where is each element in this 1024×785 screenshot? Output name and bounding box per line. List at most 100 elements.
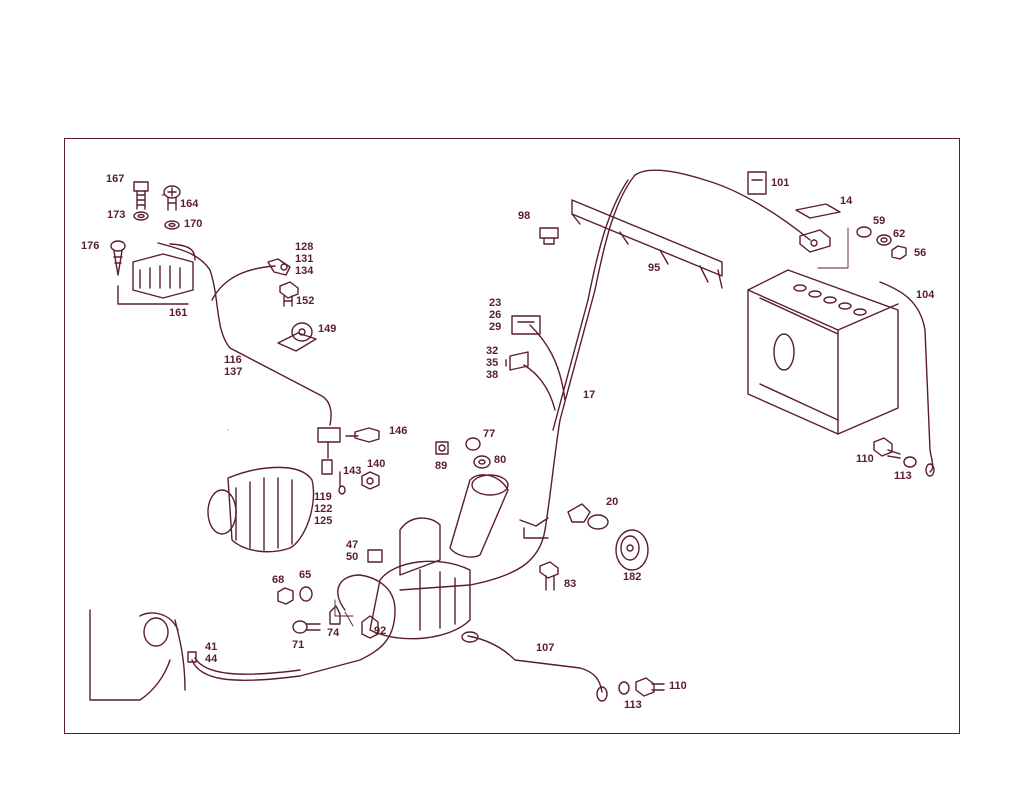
washer-65	[299, 586, 313, 602]
washer-113b	[618, 681, 630, 695]
callout-176: 176	[81, 240, 100, 252]
ground-cable-107	[467, 635, 603, 693]
nut-56	[891, 245, 907, 260]
callout-17: 17	[583, 389, 596, 401]
sender-128	[267, 258, 291, 276]
clamp-119	[317, 427, 346, 495]
connector-23	[511, 315, 541, 335]
callout-119: 119	[314, 491, 332, 503]
callout-50: 50	[346, 551, 359, 563]
leader-lines	[161, 194, 849, 627]
wiring-harness-17	[399, 174, 636, 591]
callout-44: 44	[205, 653, 218, 665]
callout-20: 20	[606, 496, 619, 508]
callout-104: 104	[916, 289, 935, 301]
callout-77: 77	[483, 428, 496, 440]
callout-35: 35	[486, 357, 499, 369]
callout-14: 14	[840, 195, 853, 207]
bracket-149	[277, 322, 317, 352]
bolt-167	[133, 181, 149, 210]
callout-125: 125	[314, 515, 333, 527]
washer-77	[465, 437, 481, 451]
callout-29: 29	[489, 321, 502, 333]
horn-182	[615, 529, 649, 571]
callout-65: 65	[299, 569, 312, 581]
callout-71: 71	[292, 639, 305, 651]
callout-83: 83	[564, 578, 577, 590]
callout-182: 182	[623, 571, 642, 583]
clip-101	[747, 171, 767, 195]
callout-26: 26	[489, 309, 502, 321]
screw-164	[163, 185, 181, 211]
nut-89	[435, 441, 449, 455]
clip-98	[539, 227, 559, 245]
battery	[747, 269, 899, 435]
relay-47	[367, 549, 383, 563]
harness-clip	[519, 517, 549, 539]
positive-cable	[634, 169, 811, 241]
nut-140	[361, 471, 380, 490]
starter-motor	[369, 474, 509, 640]
callout-134: 134	[295, 265, 314, 277]
tray-95	[571, 199, 723, 289]
callout-113-top: 113	[894, 470, 912, 482]
callout-110-bottom: 110	[669, 680, 687, 692]
callout-89: 89	[435, 460, 448, 472]
bolt-71	[292, 620, 321, 634]
washer-173	[133, 211, 149, 221]
callout-62: 62	[893, 228, 906, 240]
callout-23: 23	[489, 297, 502, 309]
connector-41	[187, 651, 197, 663]
callout-143: 143	[343, 465, 362, 477]
callout-122: 122	[314, 503, 333, 515]
plug-32	[505, 351, 529, 371]
bolt-152	[279, 281, 299, 307]
engine-block	[89, 609, 186, 701]
screw-176	[110, 240, 126, 276]
connector-block-161	[117, 253, 194, 305]
callout-41: 41	[205, 641, 218, 653]
callout-116: 116	[224, 354, 242, 366]
callout-152: 152	[296, 295, 315, 307]
callout-38: 38	[486, 369, 499, 381]
wiring-harness-116	[157, 242, 332, 426]
callout-137: 137	[224, 366, 243, 378]
alternator	[207, 466, 315, 553]
callout-140: 140	[367, 458, 386, 470]
bolt-110a	[873, 437, 901, 459]
callout-170: 170	[184, 218, 203, 230]
screw-146	[345, 427, 380, 443]
callout-173: 173	[107, 209, 126, 221]
callout-113-bottom: 113	[624, 699, 642, 711]
washer-62	[876, 234, 892, 246]
terminal-clamp	[799, 229, 831, 253]
callout-164: 164	[180, 198, 199, 210]
callout-56: 56	[914, 247, 927, 259]
grommet-80	[473, 455, 491, 469]
clip-20	[567, 503, 609, 530]
callout-92: 92	[374, 625, 387, 637]
callout-68: 68	[272, 574, 285, 586]
callout-128: 128	[295, 241, 314, 253]
ground-cable-104	[879, 281, 934, 473]
callout-149: 149	[318, 323, 337, 335]
bolt-110b	[635, 677, 665, 697]
cover-14	[795, 203, 841, 219]
diagram-frame	[64, 138, 960, 734]
washer-113a	[903, 456, 917, 468]
callout-59: 59	[873, 215, 886, 227]
callout-167: 167	[106, 173, 125, 185]
callout-110-top: 110	[856, 453, 874, 465]
callout-74: 74	[327, 627, 340, 639]
bolt-83	[539, 561, 559, 591]
callout-95: 95	[648, 262, 661, 274]
washer-59	[856, 226, 872, 238]
callout-107: 107	[536, 642, 555, 654]
callout-98: 98	[518, 210, 531, 222]
callout-131: 131	[295, 253, 314, 265]
harness-41	[191, 574, 396, 681]
callout-32: 32	[486, 345, 499, 357]
callout-80: 80	[494, 454, 507, 466]
callout-47: 47	[346, 539, 359, 551]
